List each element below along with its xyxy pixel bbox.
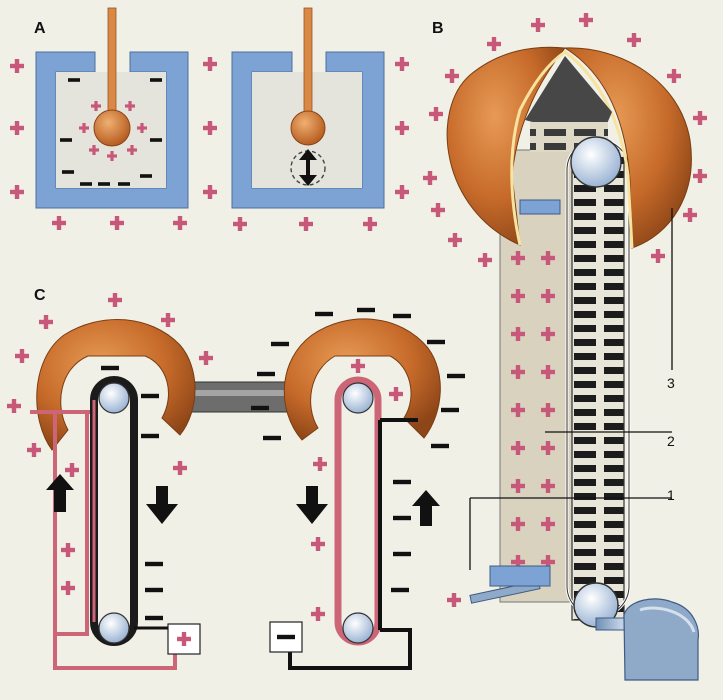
panel-a-label: A <box>34 20 46 37</box>
up-arrow-icon <box>46 474 74 512</box>
upper-comb <box>519 199 561 215</box>
panel-b-label: B <box>432 20 444 37</box>
top-roller <box>570 136 622 188</box>
panel-b: B <box>423 13 707 681</box>
panel-c: C <box>7 287 465 670</box>
down-arrow-icon <box>146 486 178 524</box>
panel-c-label: C <box>34 287 46 304</box>
double-arrow-icon <box>299 149 317 186</box>
panel-a: A <box>10 7 409 231</box>
lower-comb <box>469 565 551 604</box>
belt-column <box>499 138 631 621</box>
probe-rod <box>107 7 117 119</box>
connecting-rod <box>187 381 299 413</box>
probe-ball <box>93 109 131 147</box>
motor <box>595 598 699 681</box>
callout-lines <box>469 208 673 570</box>
charged-can-right <box>231 7 385 209</box>
callout-3-label: 3 <box>667 375 675 391</box>
callout-2-label: 2 <box>667 433 675 449</box>
callout-1-label: 1 <box>667 487 675 503</box>
left-generator <box>7 293 213 670</box>
charged-can-left <box>35 7 189 209</box>
down-arrow-icon <box>296 486 328 524</box>
right-generator <box>251 307 465 670</box>
probe-ball <box>290 110 326 146</box>
probe-rod <box>303 7 313 121</box>
up-arrow-icon <box>412 490 440 526</box>
